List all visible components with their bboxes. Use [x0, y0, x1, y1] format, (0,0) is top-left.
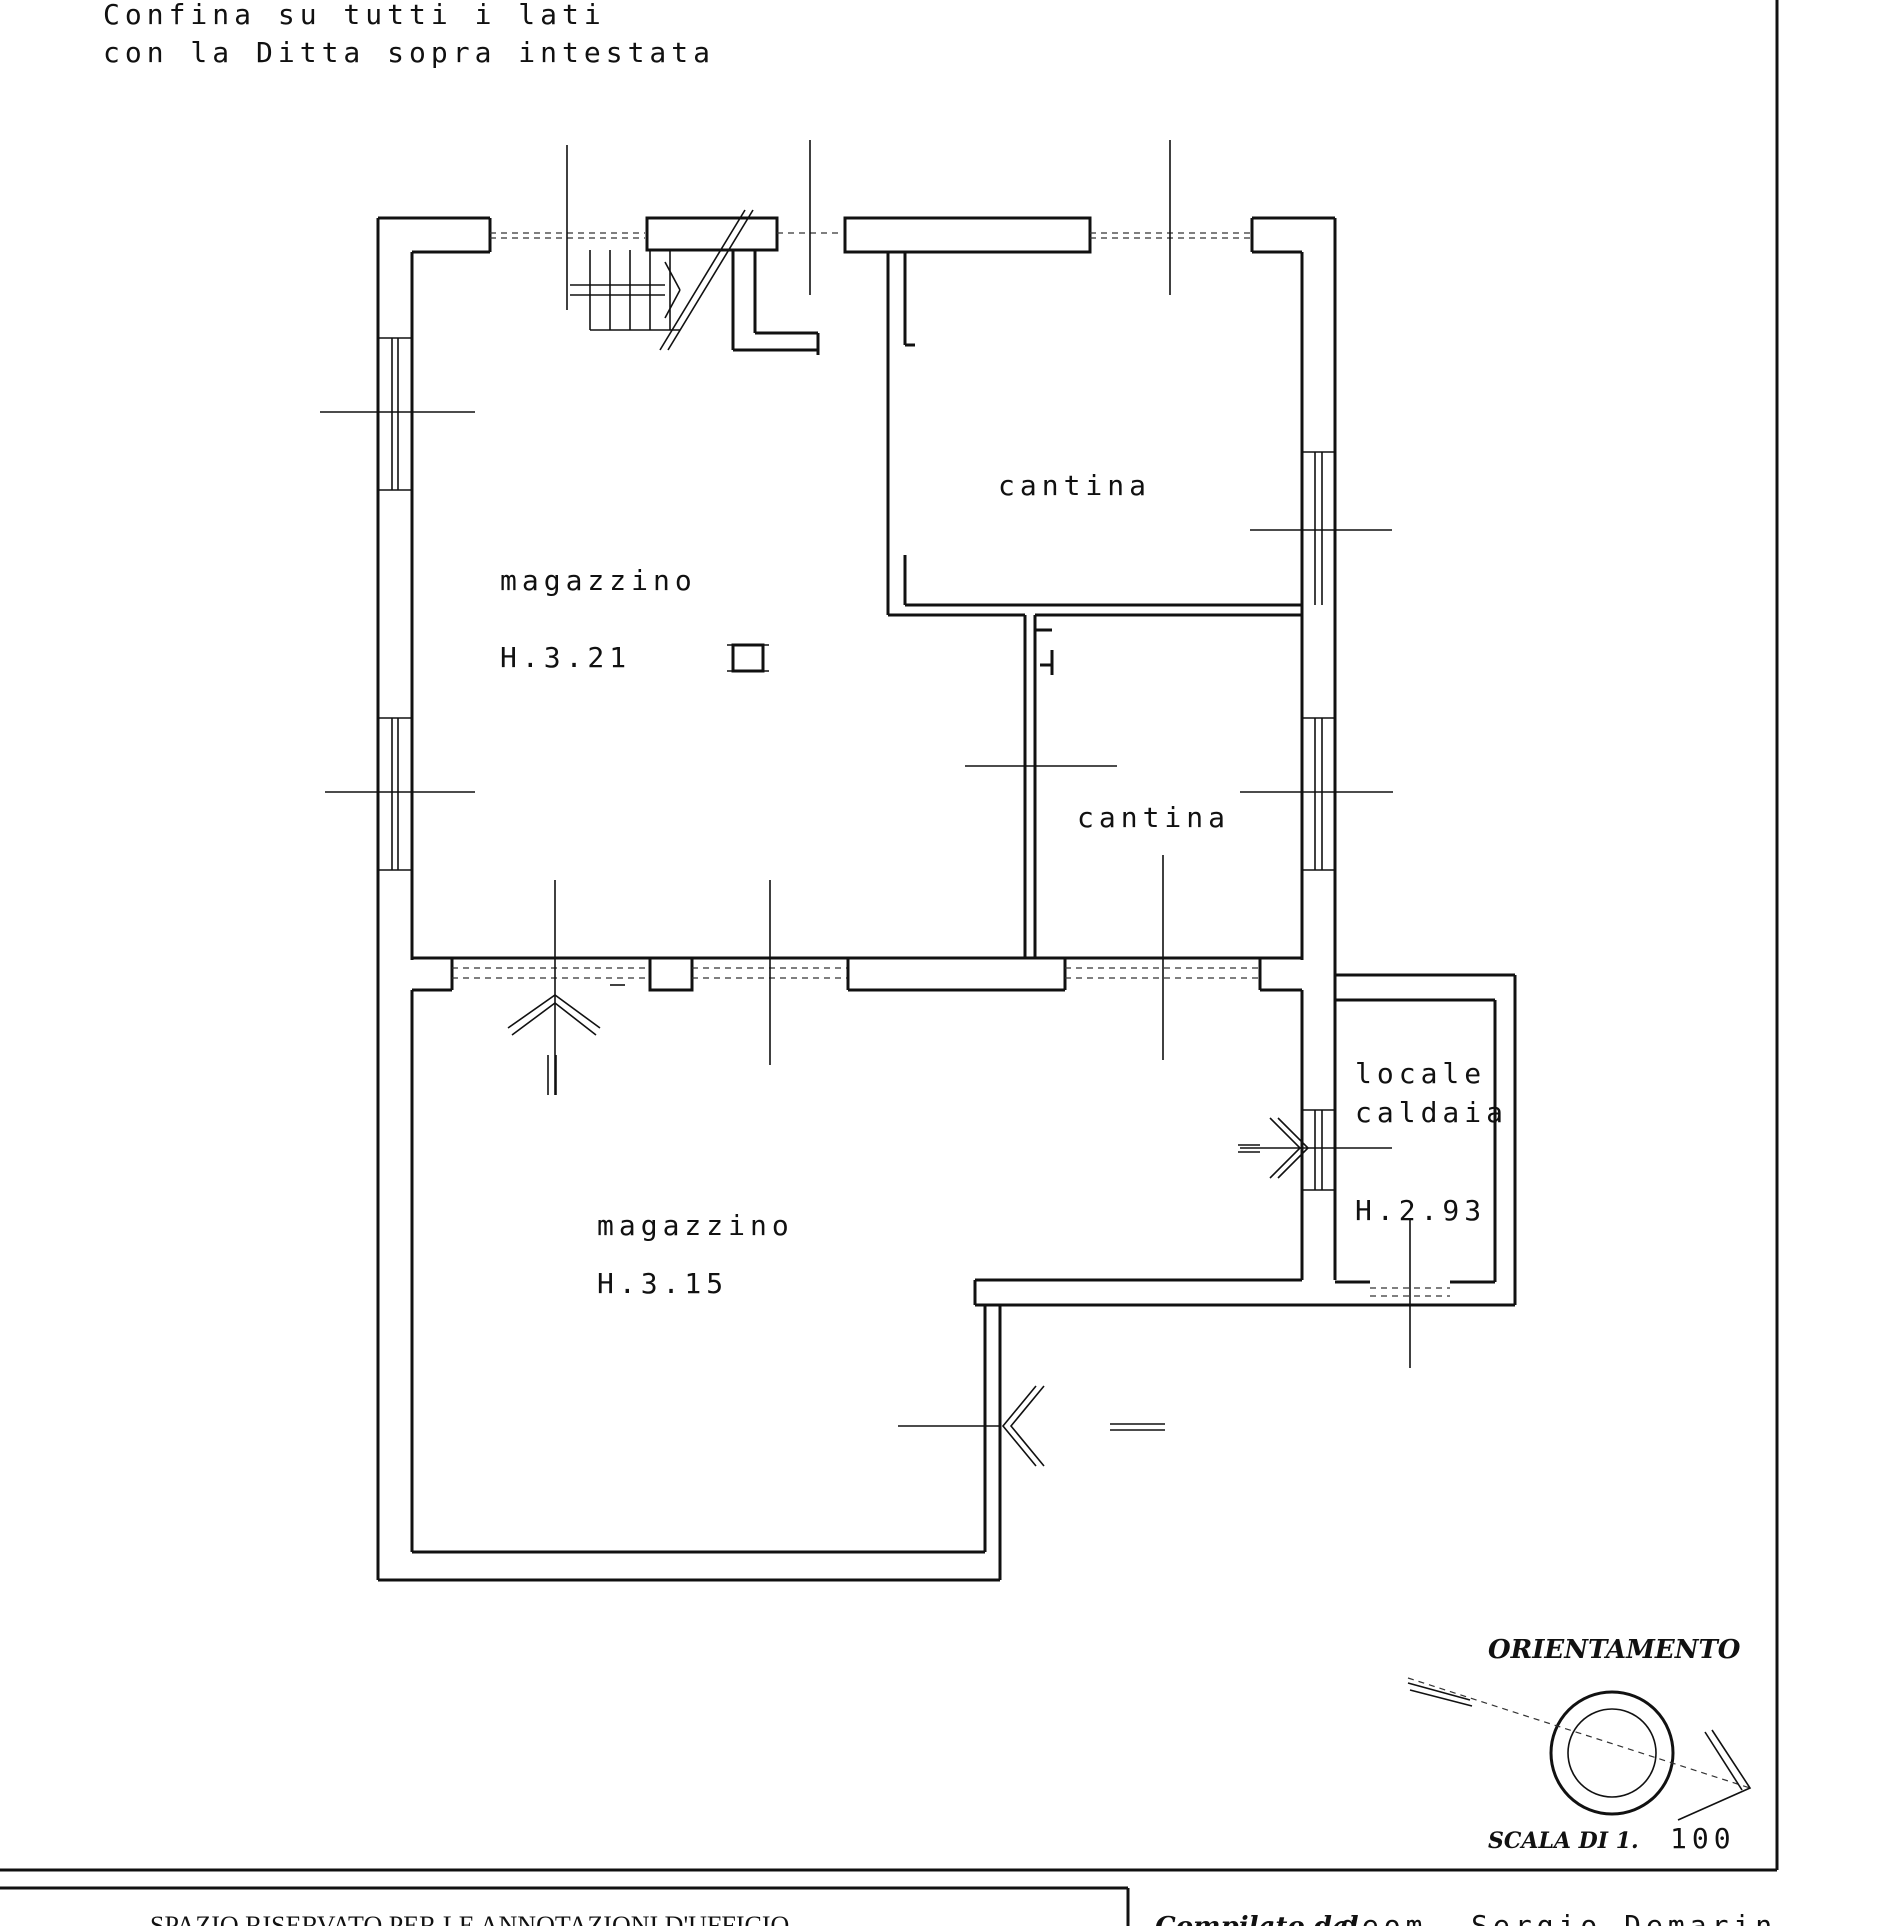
exterior-walls — [376, 216, 1337, 1580]
staircase — [570, 209, 754, 351]
sheet-frame — [0, 0, 1779, 1926]
pillar — [727, 643, 769, 673]
room-label-caldaia: caldaia — [1355, 1096, 1508, 1129]
boundary-note-line1: Confina su tutti i lati — [103, 0, 606, 31]
room-label-cantina-upper: cantina — [998, 469, 1151, 502]
scale-label: SCALA DI 1. — [1488, 1828, 1639, 1854]
compiled-by-value: geom. Sergio Demarin — [1340, 1909, 1777, 1926]
room-height-magazzino-upper: H.3.21 — [500, 641, 631, 674]
scale-value: 100 — [1670, 1822, 1736, 1855]
north-arrow-icon — [1407, 1677, 1752, 1821]
reference-lines — [320, 140, 1411, 1431]
room-label-cantina-lower: cantina — [1077, 801, 1230, 834]
orientation-title: ORIENTAMENTO — [1488, 1635, 1741, 1665]
windows — [378, 337, 1335, 1191]
room-label-magazzino-lower: magazzino — [597, 1209, 794, 1242]
entry-arrows — [507, 994, 1310, 1467]
interior-walls — [378, 252, 1517, 1582]
compiled-by-label: Compilato dal — [1155, 1912, 1359, 1926]
room-label-locale: locale — [1355, 1057, 1486, 1090]
office-notes-title: SPAZIO RISERVATO PER LE ANNOTAZIONI D'UF… — [150, 1911, 789, 1926]
boundary-note-line2: con la Ditta sopra intestata — [103, 36, 715, 69]
room-height-magazzino-lower: H.3.15 — [597, 1267, 728, 1300]
room-height-locale-caldaia: H.2.93 — [1355, 1194, 1486, 1227]
room-label-magazzino-upper: magazzino — [500, 564, 697, 597]
